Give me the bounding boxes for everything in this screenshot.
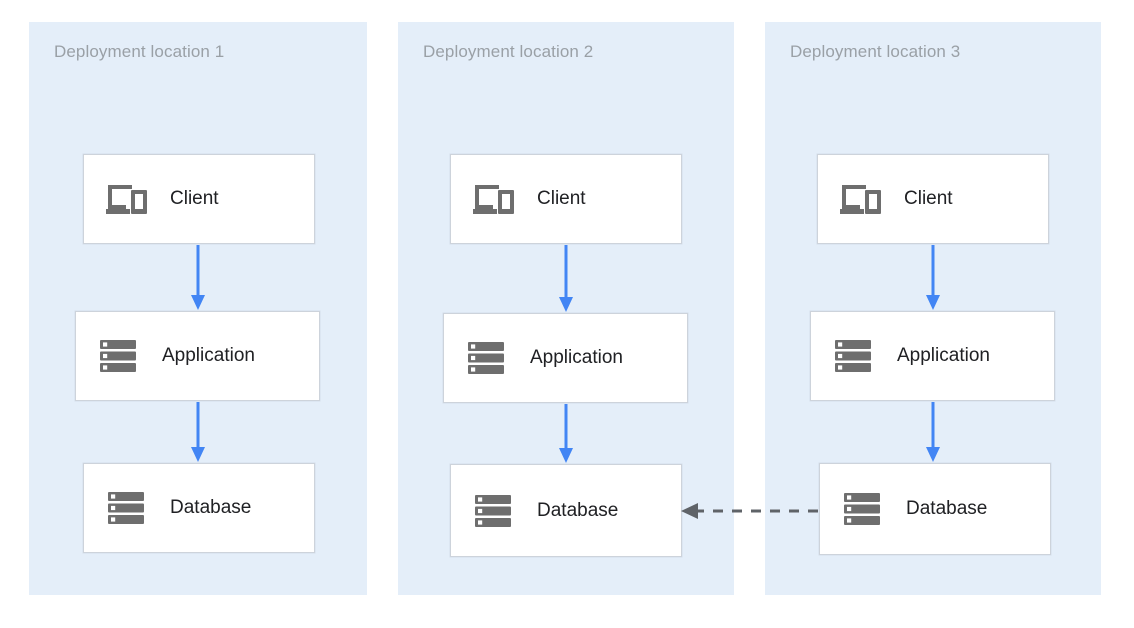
node-label-client-2: Client xyxy=(537,188,586,209)
node-label-client-3: Client xyxy=(904,188,953,209)
server-stack-icon xyxy=(108,492,144,524)
client-devices-icon xyxy=(840,185,881,214)
server-stack-icon xyxy=(835,340,871,372)
panel-title-deployment-location-1: Deployment location 1 xyxy=(54,42,225,61)
client-devices-icon xyxy=(106,185,147,214)
node-client-2[interactable]: Client xyxy=(450,154,682,244)
client-devices-icon xyxy=(473,185,514,214)
node-label-database-3: Database xyxy=(906,498,988,519)
node-label-database-1: Database xyxy=(170,497,252,518)
node-database-3[interactable]: Database xyxy=(819,463,1051,555)
panel-title-deployment-location-2: Deployment location 2 xyxy=(423,42,594,61)
node-database-1[interactable]: Database xyxy=(83,463,315,553)
node-application-3[interactable]: Application xyxy=(810,311,1055,401)
arrow-application-3-to-database-3 xyxy=(926,402,940,462)
node-label-database-2: Database xyxy=(537,499,619,521)
arrow-application-1-to-database-1 xyxy=(191,402,205,462)
server-stack-icon xyxy=(468,342,504,374)
node-label-client-1: Client xyxy=(170,188,219,209)
replication-link-db3-to-db2 xyxy=(681,503,818,519)
panel-title-deployment-location-3: Deployment location 3 xyxy=(790,42,961,61)
node-application-1[interactable]: Application xyxy=(75,311,320,401)
node-label-application-1: Application xyxy=(162,345,255,366)
arrow-application-2-to-database-2 xyxy=(559,404,573,463)
arrow-client-1-to-application-1 xyxy=(191,245,205,310)
arrow-client-2-to-application-2 xyxy=(559,245,573,312)
server-stack-icon xyxy=(844,493,880,525)
node-label-application-3: Application xyxy=(897,345,990,366)
arrow-client-3-to-application-3 xyxy=(926,245,940,310)
server-stack-icon xyxy=(100,340,136,372)
node-client-1[interactable]: Client xyxy=(83,154,315,244)
node-client-3[interactable]: Client xyxy=(817,154,1049,244)
server-stack-icon xyxy=(475,494,511,527)
node-label-application-2: Application xyxy=(530,347,623,368)
node-application-2[interactable]: Application xyxy=(443,313,688,403)
node-database-2[interactable]: Database xyxy=(450,464,682,557)
